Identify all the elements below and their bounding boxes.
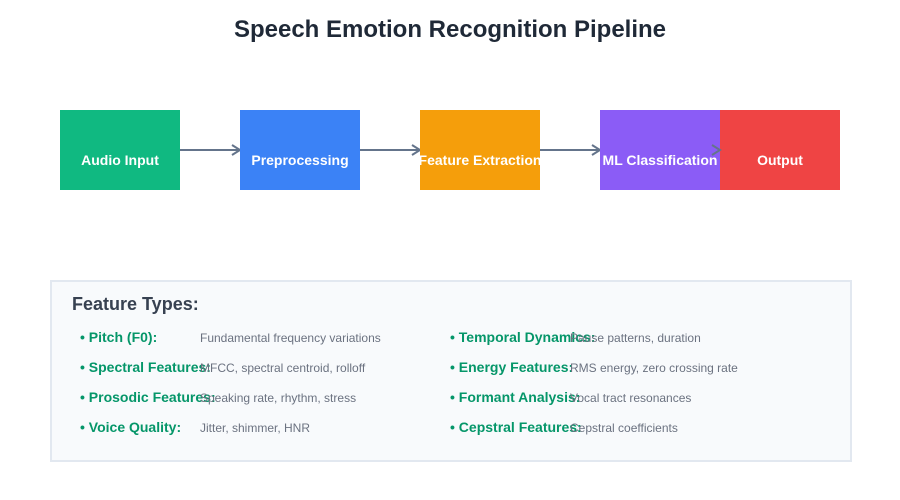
feature-name: • Voice Quality: — [80, 419, 182, 435]
step-label: Feature Extraction — [418, 152, 542, 168]
feature-name: • Pitch (F0): — [80, 329, 158, 345]
feature-desc: Cepstral coefficients — [570, 421, 678, 435]
arrow-2 — [360, 144, 422, 156]
feature-name: • Formant Analysis: — [450, 389, 581, 405]
diagram-title: Speech Emotion Recognition Pipeline — [233, 16, 667, 43]
step-label: ML Classification — [602, 152, 718, 168]
feature-desc: Pause patterns, duration — [570, 331, 701, 345]
feature-types-panel: Feature Types: • Pitch (F0): Fundamental… — [50, 280, 852, 462]
feature-name: • Spectral Features: — [80, 359, 211, 375]
feature-name: • Temporal Dynamics: — [450, 329, 596, 345]
arrow-3 — [540, 144, 602, 156]
pipeline-step-feature-extraction: Feature Extraction — [418, 110, 542, 190]
step-label: Preprocessing — [251, 152, 349, 168]
feature-desc: MFCC, spectral centroid, rolloff — [200, 361, 366, 375]
panel-title: Feature Types: — [72, 294, 199, 314]
feature-desc: Vocal tract resonances — [570, 391, 692, 405]
pipeline-step-output: Output — [720, 110, 840, 190]
feature-desc: Jitter, shimmer, HNR — [200, 421, 311, 435]
feature-name: • Cepstral Features: — [450, 419, 582, 435]
pipeline-step-audio-input: Audio Input — [60, 110, 180, 190]
feature-desc: Speaking rate, rhythm, stress — [200, 391, 357, 405]
step-label: Output — [757, 152, 803, 168]
pipeline-step-preprocessing: Preprocessing — [240, 110, 360, 190]
step-label: Audio Input — [81, 152, 159, 168]
arrow-1 — [180, 144, 242, 156]
feature-name: • Energy Features: — [450, 359, 574, 375]
feature-desc: RMS energy, zero crossing rate — [570, 361, 738, 375]
feature-desc: Fundamental frequency variations — [200, 331, 381, 345]
pipeline-step-ml-classification: ML Classification — [600, 110, 720, 190]
feature-name: • Prosodic Features: — [80, 389, 216, 405]
